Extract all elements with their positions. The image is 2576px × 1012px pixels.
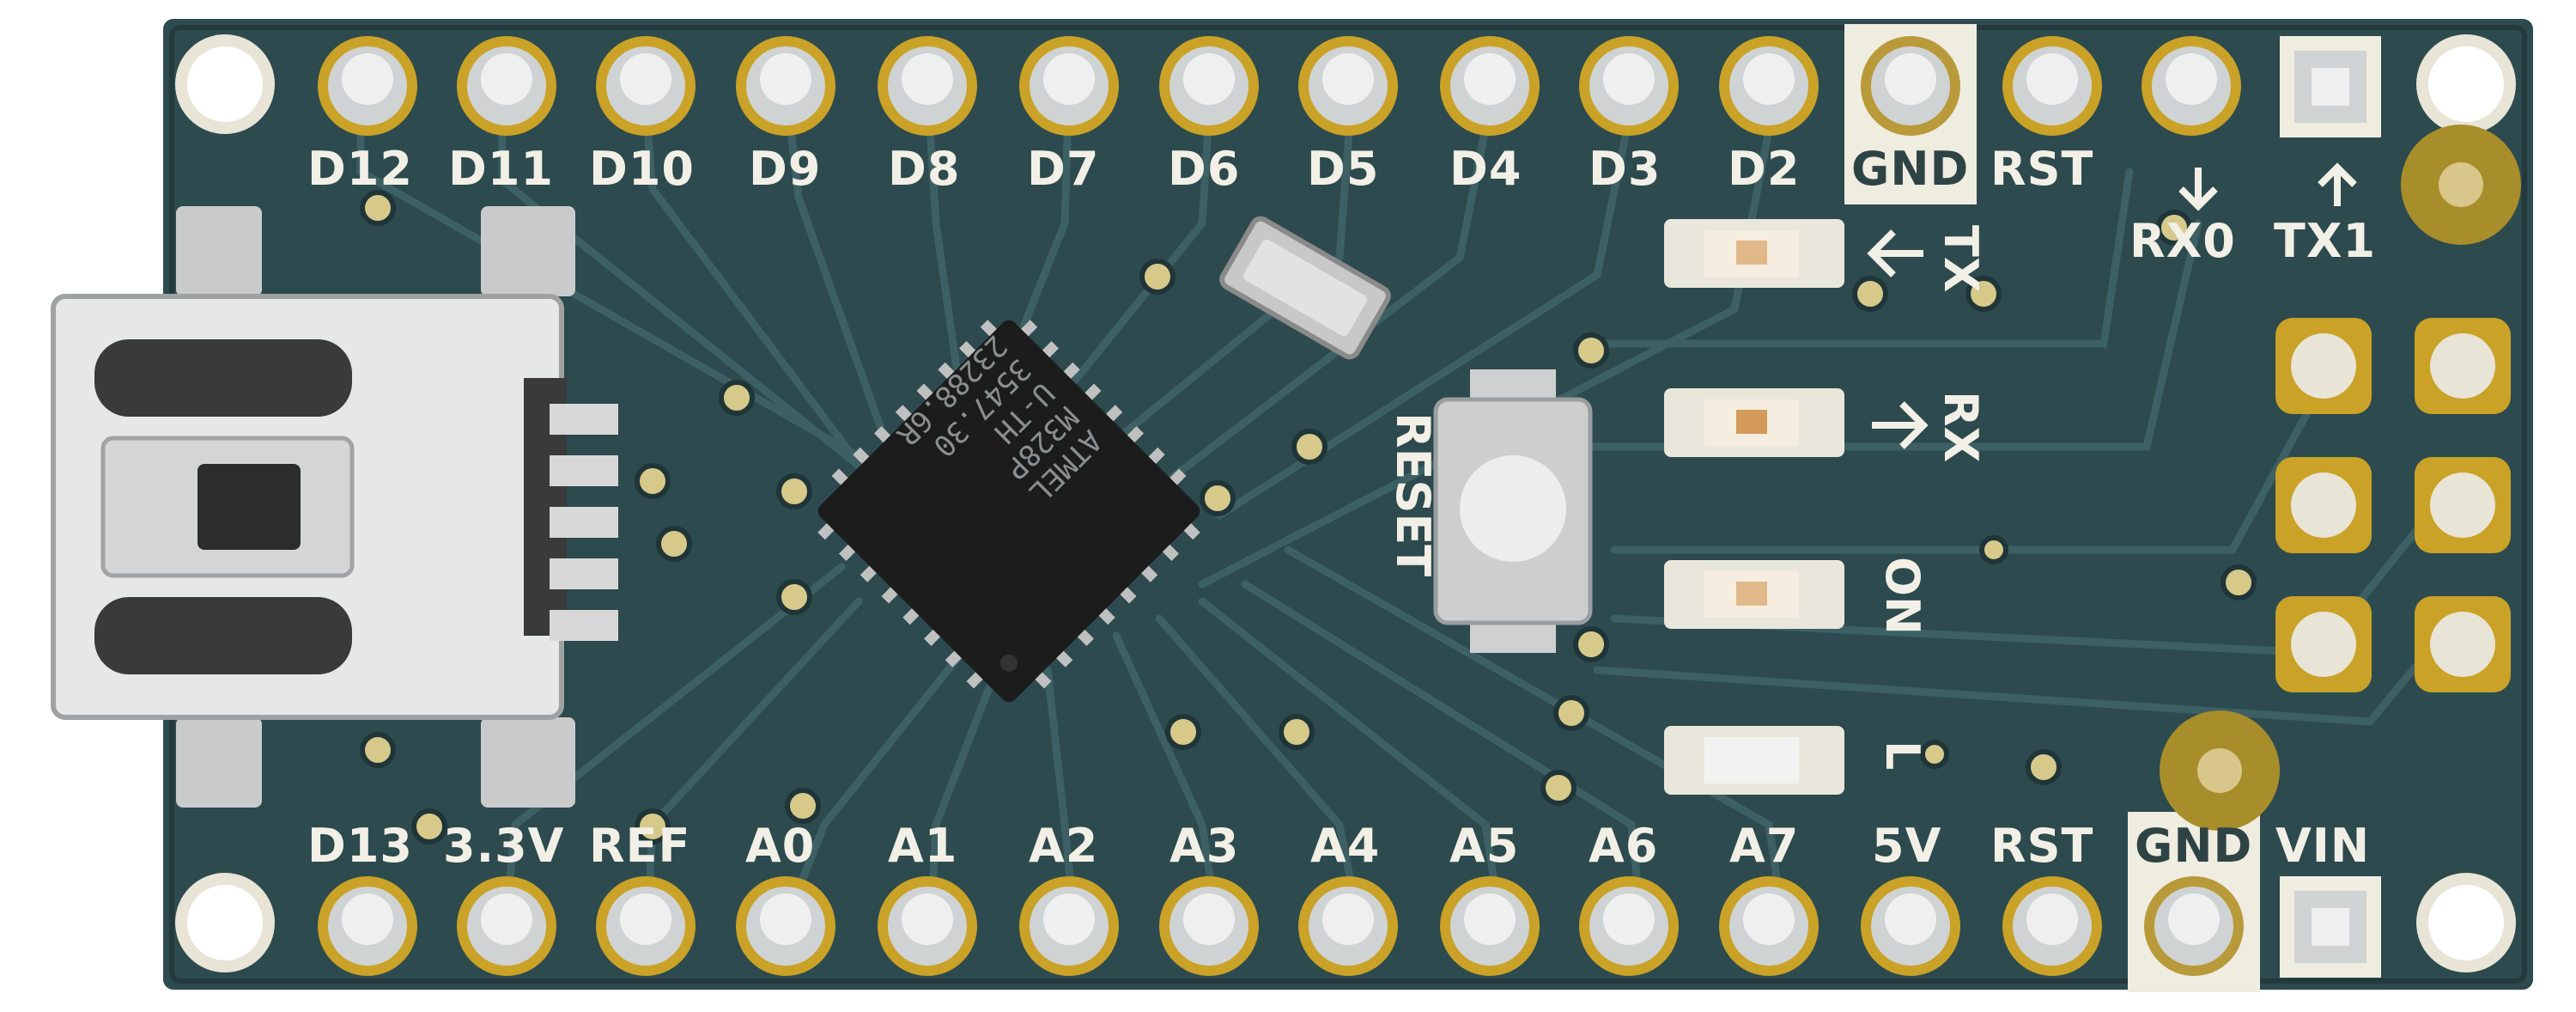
pin-pad — [1579, 876, 1679, 976]
led-l — [1664, 726, 1844, 795]
pin-pad — [878, 876, 977, 976]
led-label-rx: RX — [1934, 391, 1988, 463]
pin-label-d4: D4 — [1449, 142, 1522, 196]
vias — [360, 190, 2257, 844]
led-label-on: ON — [1875, 557, 1929, 636]
pin-pad — [2002, 36, 2102, 136]
pin-label-rx0: RX0 — [2129, 214, 2236, 268]
pin-label-d7: D7 — [1027, 142, 1100, 196]
pin-pad — [1019, 876, 1119, 976]
pin-label-a6: A6 — [1589, 819, 1659, 873]
pin-label-gnd-bottom: GND — [2135, 819, 2253, 873]
atmega-chip — [817, 320, 1200, 703]
pin-label-gnd-top: GND — [1851, 142, 1970, 196]
bottom-header-pins — [318, 812, 2381, 992]
pin-label-rst-top: RST — [1990, 142, 2094, 196]
led-label-tx: TX — [1934, 225, 1988, 293]
pin-pad — [1440, 36, 1540, 136]
pin-label-ref: REF — [589, 819, 691, 873]
pin-pad — [736, 36, 835, 136]
pin-label-tx1: TX1 — [2274, 214, 2377, 268]
reset-label: RESET — [1386, 412, 1440, 577]
pin-label-d9: D9 — [749, 142, 822, 196]
pin-pad — [596, 876, 696, 976]
pin-pad — [1298, 36, 1398, 136]
pin-pad — [457, 36, 556, 136]
led-rx — [1664, 388, 1844, 457]
pin-label-a2: A2 — [1029, 819, 1099, 873]
pin-label-vin: VIN — [2275, 819, 2371, 873]
pin-pad — [1440, 876, 1540, 976]
pin-pad — [1019, 36, 1119, 136]
pin-label-d10: D10 — [589, 142, 695, 196]
pin-pad — [2144, 876, 2244, 976]
pin-pad — [2002, 876, 2102, 976]
pin-pad — [318, 876, 417, 976]
pin-label-d6: D6 — [1168, 142, 1241, 196]
led-tx — [1664, 219, 1844, 288]
pin-pad — [457, 876, 556, 976]
pin-label-d8: D8 — [888, 142, 961, 196]
pin-label-a5: A5 — [1449, 819, 1520, 873]
pin-label-a7: A7 — [1729, 819, 1800, 873]
silk-arrows — [1867, 162, 2357, 449]
reset-button[interactable] — [1433, 369, 1593, 653]
pin-pad — [1298, 876, 1398, 976]
pin-label-d5: D5 — [1307, 142, 1380, 196]
pin-pad — [1579, 36, 1679, 136]
icsp-header — [2275, 318, 2511, 692]
pin-pad — [878, 36, 977, 136]
pin-pad — [1159, 36, 1259, 136]
pin-label-d13: D13 — [307, 819, 413, 873]
pin-label-d11: D11 — [448, 142, 554, 196]
pin-label-rst-bottom: RST — [1990, 819, 2094, 873]
pin-label-d3: D3 — [1589, 142, 1662, 196]
pin-pad — [1719, 36, 1819, 136]
pin-pad — [318, 36, 417, 136]
pin-label-a3: A3 — [1170, 819, 1240, 873]
pin-label-a0: A0 — [745, 819, 816, 873]
pin-pad — [1861, 36, 1960, 136]
top-header-pins — [318, 24, 2381, 204]
pin-label-3v3: 3.3V — [443, 819, 565, 873]
pin-label-5v: 5V — [1872, 819, 1942, 873]
crystal-resonator — [1219, 216, 1391, 360]
mounting-holes — [175, 34, 2516, 972]
pin-pad — [1159, 876, 1259, 976]
pin-pad — [2142, 36, 2241, 136]
pin-label-a4: A4 — [1310, 819, 1381, 873]
led-label-l: L — [1875, 741, 1929, 771]
usb-mini-connector — [51, 206, 618, 808]
pin-label-d2: D2 — [1728, 142, 1801, 196]
pin-label-a1: A1 — [888, 819, 958, 873]
pin-pad — [736, 876, 835, 976]
pin-pad — [1719, 876, 1819, 976]
pin-pad — [596, 36, 696, 136]
pin-pad — [1861, 876, 1960, 976]
led-on — [1664, 560, 1844, 629]
pin-label-d12: D12 — [307, 142, 413, 196]
